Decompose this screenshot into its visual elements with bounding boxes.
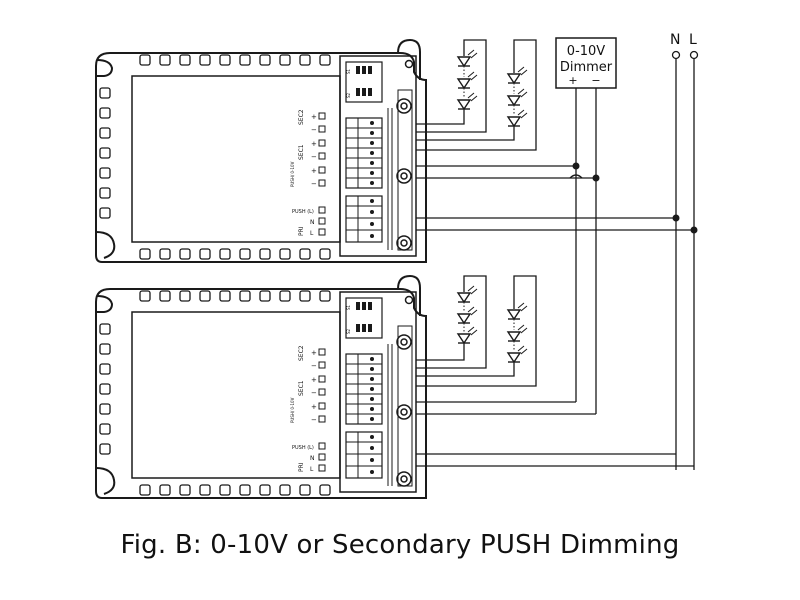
push-010v-label: PUSH/ 0-10V (290, 397, 295, 423)
l-terminal-label: L (310, 230, 314, 237)
push-plus: + (311, 167, 317, 175)
wire-crossovers (569, 174, 583, 179)
mains-terminals: N L (670, 32, 699, 60)
led-icon (457, 49, 478, 67)
push-l-label: PUSH (L) (292, 209, 314, 215)
led-icon (457, 92, 478, 110)
led-icon (457, 326, 478, 344)
push-minus: − (311, 416, 317, 424)
led-icon (457, 71, 478, 89)
dip-s2-label: S2 (346, 328, 351, 334)
driver-unit-top: SEC2 SEC1 PUSH/ 0-10V PUSH (L) PRI N L +… (95, 39, 427, 263)
led-icon (507, 109, 528, 127)
dimmer-plus: + (568, 74, 577, 87)
sec1-minus: − (311, 153, 317, 161)
push-l-label: PUSH (L) (292, 445, 314, 451)
dip-s1-label: S1 (346, 68, 351, 74)
dimmer-minus: − (591, 74, 600, 87)
dimmer-box: 0-10V Dimmer + − (555, 37, 617, 89)
sec1-label: SEC1 (298, 380, 305, 396)
pri-label: PRI (298, 226, 305, 236)
pri-label: PRI (298, 462, 305, 472)
sec1-minus: − (311, 389, 317, 397)
driver-bottom-labels: SEC2 SEC1 PUSH/ 0-10V PUSH (L) PRI N L +… (290, 304, 351, 473)
led-icon (507, 302, 528, 320)
mains-l-label: L (689, 32, 697, 48)
n-terminal-label: N (310, 455, 315, 462)
n-terminal-label: N (310, 219, 315, 226)
led-strings (457, 49, 528, 363)
junction-dots (572, 162, 698, 234)
push-plus: + (311, 403, 317, 411)
dip-s1-label: S1 (346, 304, 351, 310)
n-terminal-icon (671, 50, 681, 60)
sec2-plus: + (311, 349, 317, 357)
figure-caption: Fig. B: 0-10V or Secondary PUSH Dimming (120, 530, 680, 560)
sec2-minus: − (311, 362, 317, 370)
sec1-plus: + (311, 140, 317, 148)
led-icon (457, 306, 478, 324)
sec2-label: SEC2 (298, 109, 305, 125)
led-icon (507, 324, 528, 342)
push-010v-label: PUSH/ 0-10V (290, 161, 295, 187)
led-icon (507, 88, 528, 106)
sec2-plus: + (311, 113, 317, 121)
led-icon (507, 345, 528, 363)
wires (416, 39, 695, 470)
driver-top-labels: SEC2 SEC1 PUSH/ 0-10V PUSH (L) PRI N L +… (290, 68, 351, 237)
l-terminal-icon (689, 50, 699, 60)
led-icon (507, 66, 528, 84)
led-icon (457, 285, 478, 303)
push-minus: − (311, 180, 317, 188)
dimmer-title: 0-10V (567, 44, 606, 59)
l-terminal-label: L (310, 466, 314, 473)
dimmer-subtitle: Dimmer (560, 60, 613, 75)
sec1-plus: + (311, 376, 317, 384)
driver-unit-bottom: SEC2 SEC1 PUSH/ 0-10V PUSH (L) PRI N L +… (95, 275, 427, 499)
sec1-label: SEC1 (298, 144, 305, 160)
sec2-minus: − (311, 126, 317, 134)
sec2-label: SEC2 (298, 345, 305, 361)
mains-n-label: N (670, 32, 680, 48)
dip-s2-label: S2 (346, 92, 351, 98)
